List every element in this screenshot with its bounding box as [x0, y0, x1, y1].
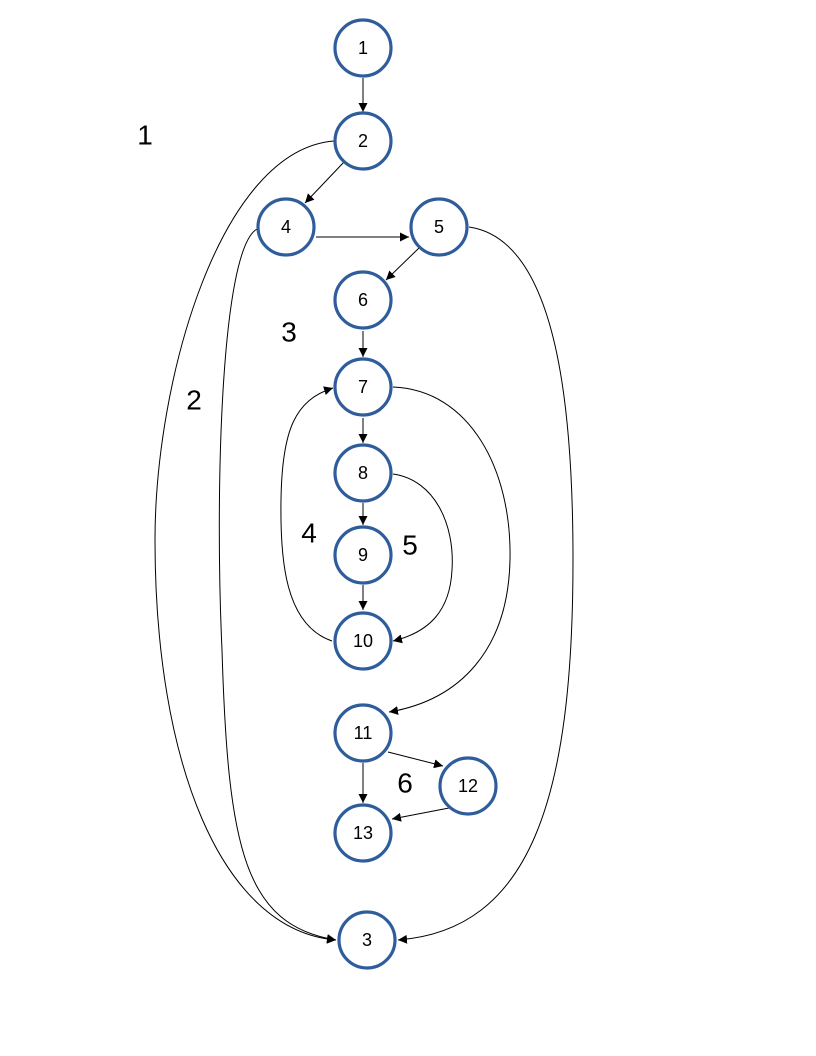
edge-4-3: [218, 228, 337, 943]
node-3: 3: [337, 910, 397, 970]
node-8-label: 8: [358, 463, 368, 483]
node-9-label: 9: [358, 545, 368, 565]
region-label-6: 6: [397, 768, 413, 799]
node-7-label: 7: [358, 377, 368, 397]
node-6: 6: [333, 270, 393, 330]
edges: [154, 78, 574, 944]
node-13-label: 13: [353, 823, 373, 843]
region-labels: 1 2 3 4 5 6: [137, 120, 418, 799]
edge-11-12: [387, 751, 444, 769]
edge-5-3: [397, 226, 574, 944]
edge-2-3: [154, 140, 337, 944]
node-12-label: 12: [458, 776, 478, 796]
node-8: 8: [333, 443, 393, 503]
node-11-label: 11: [354, 723, 373, 743]
node-4: 4: [256, 197, 316, 257]
node-12: 12: [438, 756, 498, 816]
edge-12-13: [391, 807, 450, 822]
node-11: 11: [333, 703, 393, 763]
node-6-label: 6: [358, 290, 368, 310]
node-9: 9: [333, 525, 393, 585]
nodes: 1 2 4 5 6 7 8 9: [256, 18, 498, 970]
region-label-1: 1: [137, 120, 153, 151]
edge-7-11: [388, 386, 511, 715]
node-3-label: 3: [362, 930, 372, 950]
node-7: 7: [333, 357, 393, 417]
region-label-5: 5: [402, 530, 418, 561]
edge-8-10: [392, 473, 453, 644]
node-13: 13: [333, 803, 393, 863]
region-label-3: 3: [281, 317, 297, 348]
node-1: 1: [333, 18, 393, 78]
node-4-label: 4: [281, 217, 291, 237]
node-2-label: 2: [358, 131, 368, 151]
node-10: 10: [333, 611, 393, 671]
node-1-label: 1: [358, 38, 368, 58]
node-5-label: 5: [434, 217, 444, 237]
edge-2-4: [304, 161, 345, 204]
region-label-2: 2: [186, 385, 202, 416]
node-5: 5: [409, 197, 469, 257]
node-2: 2: [333, 111, 393, 171]
edge-5-6: [385, 247, 420, 281]
node-10-label: 10: [353, 631, 373, 651]
region-label-4: 4: [301, 518, 317, 549]
edge-10-7: [280, 386, 334, 642]
